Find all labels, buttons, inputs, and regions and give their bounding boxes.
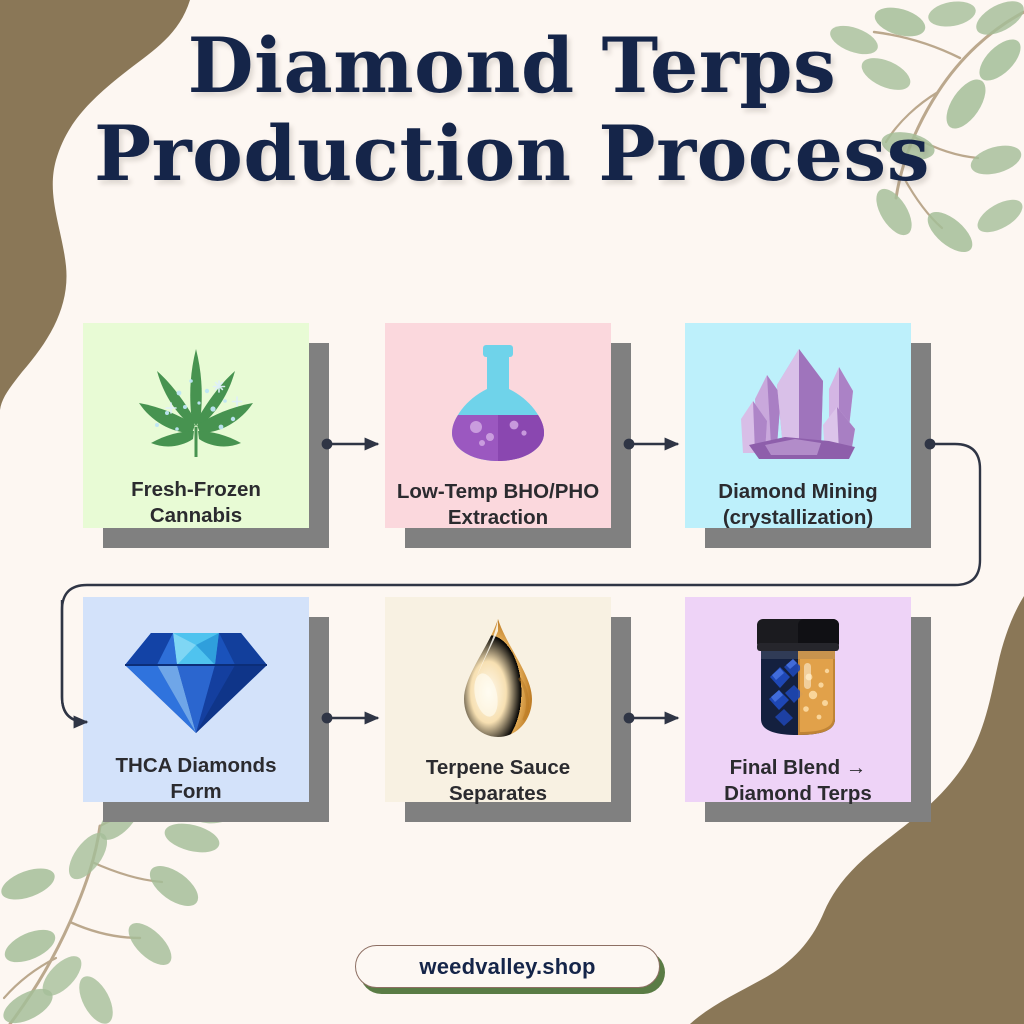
flask-icon <box>385 341 611 465</box>
flow-step-card-3[interactable]: Diamond Mining (crystallization) <box>685 323 911 529</box>
flow-step-label-2: Low-Temp BHO/PHO Extraction <box>396 480 600 529</box>
title-line-2: Production Process <box>93 109 931 199</box>
flow-step-card-5[interactable]: Terpene Sauce Separates <box>385 597 611 805</box>
website-badge[interactable]: weedvalley.shop <box>355 945 660 988</box>
flow-step-card-1[interactable]: Fresh-Frozen Cannabis <box>83 323 309 528</box>
cannabis-leaf-icon <box>83 341 309 463</box>
connector-2-3 <box>623 437 680 451</box>
honey-drop-icon <box>385 615 611 741</box>
flow-step-label-4: THCA Diamonds Form <box>115 754 277 803</box>
flow-step-card-6[interactable]: Final Blend → Diamond Terps <box>685 597 911 805</box>
flow-step-label-5: Terpene Sauce Separates <box>425 756 571 805</box>
blend-jar-icon <box>685 615 911 741</box>
crystal-cluster-icon <box>685 341 911 465</box>
flow-step-card-2[interactable]: Low-Temp BHO/PHO Extraction <box>385 323 611 529</box>
eucalyptus-branch-bottom-left <box>1 796 242 1024</box>
flow-step-card-4[interactable]: THCA Diamonds Form <box>83 597 309 803</box>
connector-5-6 <box>623 711 680 725</box>
flow-step-label-3: Diamond Mining (crystallization) <box>718 480 878 529</box>
page-title: Diamond Terps Production Process <box>0 21 1024 199</box>
title-line-1: Diamond Terps <box>187 21 837 110</box>
flow-step-label-1: Fresh-Frozen Cannabis <box>131 478 261 527</box>
connector-1-2 <box>321 437 380 451</box>
blue-gem-icon <box>83 615 309 739</box>
flow-step-label-6: Final Blend → Diamond Terps <box>724 756 872 805</box>
website-badge-label: weedvalley.shop <box>419 953 596 979</box>
connector-4-5 <box>321 711 380 725</box>
